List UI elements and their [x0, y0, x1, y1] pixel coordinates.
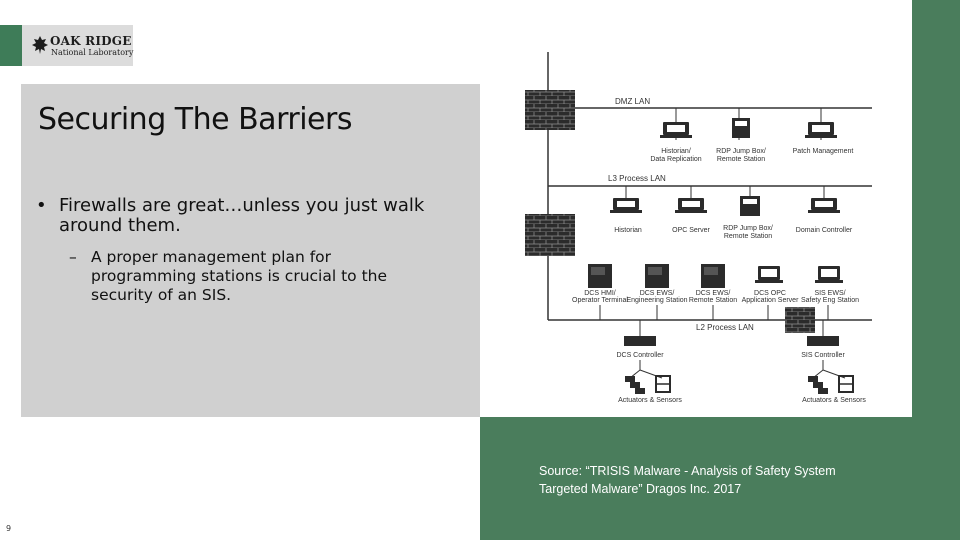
- host-label: DCS HMI/: [584, 290, 616, 297]
- host-label: Domain Controller: [796, 227, 853, 234]
- controller-label: DCS Controller: [616, 352, 664, 359]
- host-label: Data Replication: [650, 156, 701, 163]
- host-label: RDP Jump Box/: [716, 148, 766, 155]
- host-label: Remote Station: [689, 297, 737, 304]
- controller-label: SIS Controller: [801, 352, 845, 359]
- controller-group: DCS Controller SIS Controller: [616, 320, 866, 404]
- field-device-label: Actuators & Sensors: [618, 397, 682, 404]
- bullet-marker: •: [36, 195, 47, 216]
- server-icon: [645, 264, 669, 288]
- actuator-icon: [808, 376, 828, 394]
- source-citation: Source: “TRISIS Malware - Analysis of Sa…: [539, 462, 899, 498]
- host-label: Engineering Station: [626, 297, 687, 304]
- source-line: Source: “TRISIS Malware - Analysis of Sa…: [539, 464, 836, 478]
- firewall-icon: [785, 307, 815, 333]
- host-label: Application Server: [742, 297, 799, 304]
- workstation-icon: [815, 266, 843, 283]
- host-label: SIS EWS/: [814, 290, 845, 297]
- l3-host-group: Historian OPC Server RDP Jump Box/ Remot…: [610, 186, 853, 240]
- page-number: 9: [6, 524, 12, 533]
- host-label: Patch Management: [793, 148, 854, 155]
- host-label: Operator Terminal: [572, 297, 628, 304]
- host-label: Safety Eng Station: [801, 297, 859, 304]
- bullet-item: • Firewalls are great…unless you just wa…: [33, 196, 463, 236]
- server-icon: [732, 118, 750, 138]
- sensor-icon: [838, 375, 854, 393]
- l2-lan-label: L2 Process LAN: [696, 323, 754, 332]
- workstation-icon: [808, 198, 840, 213]
- controller-icon: [624, 336, 656, 346]
- ornl-logo: OAK RIDGE National Laboratory: [22, 25, 133, 66]
- logo-subtitle: National Laboratory: [51, 48, 134, 57]
- host-label: DCS OPC: [754, 290, 786, 297]
- host-label: Historian: [614, 227, 642, 234]
- source-line: Targeted Malware” Dragos Inc. 2017: [539, 482, 742, 496]
- host-label: RDP Jump Box/: [723, 225, 773, 232]
- accent-block-bottom: [480, 417, 960, 540]
- host-label: Remote Station: [724, 233, 772, 240]
- workstation-icon: [805, 122, 837, 138]
- workstation-icon: [675, 198, 707, 213]
- logo-wordmark: OAK RIDGE: [50, 34, 132, 48]
- sub-bullet-text: A proper management plan for programming…: [91, 248, 388, 304]
- sub-bullet-item: – A proper management plan for programmi…: [69, 248, 439, 305]
- content-panel: Securing The Barriers • Firewalls are gr…: [21, 84, 480, 417]
- sub-bullet-marker: –: [69, 248, 77, 266]
- server-icon: [588, 264, 612, 288]
- l2-host-group: DCS HMI/ Operator Terminal DCS EWS/ Engi…: [572, 264, 859, 320]
- host-label: Remote Station: [717, 156, 765, 163]
- workstation-icon: [610, 198, 642, 213]
- server-icon: [701, 264, 725, 288]
- firewall-icon: [525, 214, 575, 256]
- workstation-icon: [660, 122, 692, 138]
- oak-leaf-icon: [32, 36, 48, 54]
- network-diagram: DMZ LAN L3 Process LAN L2 Process LAN: [480, 0, 912, 417]
- host-label: Historian/: [661, 148, 691, 155]
- workstation-icon: [755, 266, 783, 283]
- host-label: DCS EWS/: [696, 290, 731, 297]
- slide-title: Securing The Barriers: [38, 102, 352, 137]
- dmz-host-group: Historian/ Data Replication RDP Jump Box…: [650, 108, 853, 163]
- controller-icon: [807, 336, 839, 346]
- field-device-label: Actuators & Sensors: [802, 397, 866, 404]
- sensor-icon: [655, 375, 671, 393]
- l3-lan-label: L3 Process LAN: [608, 174, 666, 183]
- server-icon: [740, 196, 760, 216]
- bullet-text: Firewalls are great…unless you just walk…: [59, 195, 425, 236]
- network-diagram-canvas: DMZ LAN L3 Process LAN L2 Process LAN: [525, 52, 872, 404]
- accent-bar-top-left: [0, 25, 22, 66]
- firewall-icon: [525, 90, 575, 130]
- host-label: DCS EWS/: [640, 290, 675, 297]
- dmz-lan-label: DMZ LAN: [615, 97, 650, 106]
- host-label: OPC Server: [672, 227, 710, 234]
- actuator-icon: [625, 376, 645, 394]
